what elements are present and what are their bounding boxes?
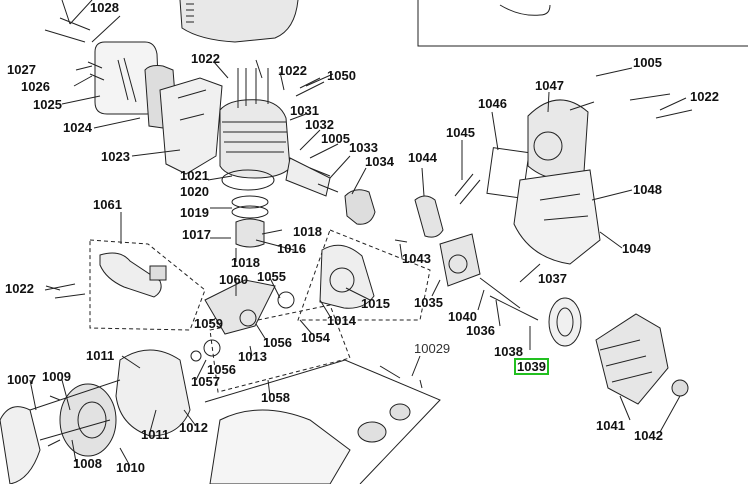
part-label-1041: 1041 [596, 418, 625, 433]
part-label-10029: 10029 [414, 341, 451, 356]
part-label-1014: 1014 [327, 313, 356, 328]
part-label-1009: 1009 [42, 369, 71, 384]
part-label-1034: 1034 [365, 154, 394, 169]
part-label-1057: 1057 [191, 374, 220, 389]
part-label-1005-right: 1005 [633, 55, 662, 70]
part-label-1038: 1038 [494, 344, 523, 359]
crankcase-boundary [297, 229, 431, 321]
part-label-1027: 1027 [7, 62, 36, 77]
part-label-1022-top: 1022 [278, 63, 307, 78]
intake [285, 157, 331, 197]
part-label-1046: 1046 [478, 96, 507, 111]
piston-ring-1 [231, 195, 269, 209]
fuel-tank [209, 409, 351, 484]
air-filter-base [159, 77, 223, 175]
part-label-1058: 1058 [261, 390, 290, 405]
part-label-1032: 1032 [305, 117, 334, 132]
filter-cup [414, 195, 444, 238]
part-label-1016: 1016 [277, 241, 306, 256]
starter-cover [513, 169, 601, 265]
cylinder [219, 99, 291, 179]
part-label-1022-top-left: 1022 [191, 51, 220, 66]
clutch-drum [548, 297, 582, 347]
part-label-1011-lower: 1011 [141, 427, 170, 442]
part-label-1045: 1045 [446, 125, 475, 140]
fuel-line [454, 173, 481, 205]
part-label-1036: 1036 [466, 323, 495, 338]
part-label-1022-right: 1022 [690, 89, 719, 104]
part-label-1033: 1033 [349, 140, 378, 155]
part-label-1050: 1050 [327, 68, 356, 83]
part-label-1015: 1015 [361, 296, 390, 311]
part-label-1008: 1008 [73, 456, 102, 471]
part-label-1056-upper: 1056 [263, 335, 292, 350]
part-label-1054: 1054 [301, 330, 330, 345]
part-label-1020: 1020 [180, 184, 209, 199]
cylinder-cover [179, 0, 299, 43]
part-label-1031: 1031 [290, 103, 319, 118]
part-label-1060: 1060 [219, 272, 248, 287]
part-label-1012: 1012 [179, 420, 208, 435]
crankcase-half [115, 349, 191, 437]
clutch-housing [439, 233, 481, 287]
lower-boundary [209, 304, 351, 393]
part-label-1028: 1028 [90, 0, 119, 15]
inset-frame [417, 0, 748, 47]
crankcase [319, 244, 375, 309]
part-label-1047: 1047 [535, 78, 564, 93]
part-label-1021: 1021 [180, 168, 209, 183]
part-label-1043: 1043 [402, 251, 431, 266]
part-label-1024: 1024 [63, 120, 92, 135]
part-label-1039-highlighted[interactable]: 1039 [514, 358, 549, 375]
part-label-1044: 1044 [408, 150, 437, 165]
part-label-1007: 1007 [7, 372, 36, 387]
part-label-1025: 1025 [33, 97, 62, 112]
part-label-1023: 1023 [101, 149, 130, 164]
part-label-1005-center: 1005 [321, 131, 350, 146]
spark-plug [295, 77, 325, 97]
starter-housing [0, 406, 41, 484]
part-label-1010: 1010 [116, 460, 145, 475]
part-label-1040: 1040 [448, 309, 477, 324]
top-detail [499, 4, 551, 16]
part-label-1019: 1019 [180, 205, 209, 220]
part-label-1013: 1013 [238, 349, 267, 364]
flywheel [59, 383, 117, 457]
carburetor [344, 189, 376, 225]
fuel-cap [357, 421, 387, 443]
part-label-1055: 1055 [257, 269, 286, 284]
part-label-1048: 1048 [633, 182, 662, 197]
piston [235, 218, 265, 248]
part-label-1049: 1049 [622, 241, 651, 256]
bearing [277, 291, 295, 309]
part-label-1042: 1042 [634, 428, 663, 443]
part-label-1059: 1059 [194, 316, 223, 331]
part-label-1018-left: 1018 [231, 255, 260, 270]
part-label-1037: 1037 [538, 271, 567, 286]
gasket-plate [486, 147, 530, 199]
ignition-module [99, 252, 162, 298]
part-label-1026: 1026 [21, 79, 50, 94]
recoil-starter [527, 99, 589, 180]
part-label-1035: 1035 [414, 295, 443, 310]
part-label-1022-left: 1022 [5, 281, 34, 296]
part-label-1061: 1061 [93, 197, 122, 212]
part-label-1018-right: 1018 [293, 224, 322, 239]
part-label-1011-upper: 1011 [86, 348, 115, 363]
gasket [221, 169, 275, 191]
crankshaft [204, 279, 276, 335]
part-label-1056-lower: 1056 [207, 362, 236, 377]
part-label-1017: 1017 [182, 227, 211, 242]
piston-ring-2 [231, 205, 269, 219]
guard-nut [671, 379, 689, 397]
